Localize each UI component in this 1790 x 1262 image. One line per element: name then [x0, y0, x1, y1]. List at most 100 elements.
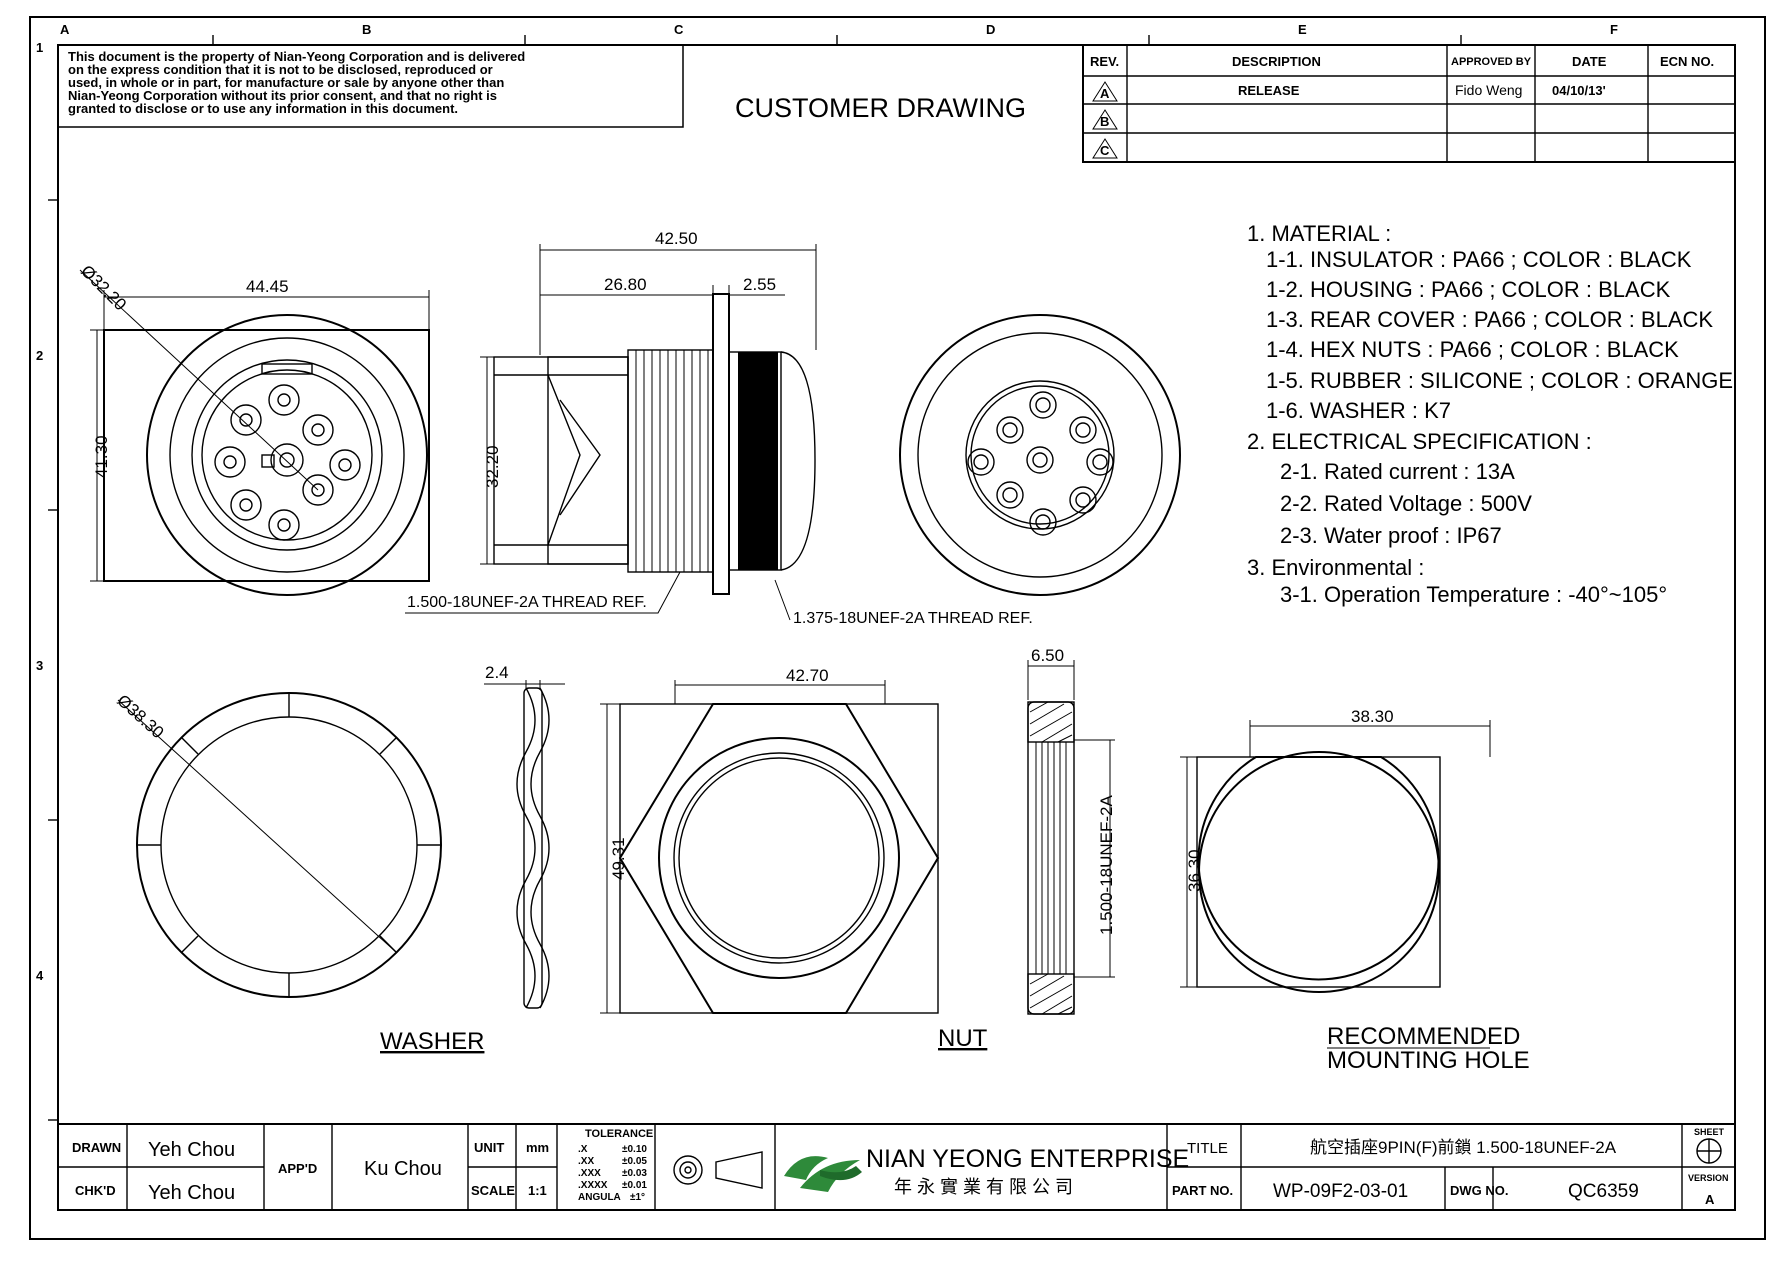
nut-height-dim: 49.31	[609, 837, 628, 880]
tol-val-1: ±0.10	[622, 1144, 647, 1155]
unit-label: UNIT	[474, 1140, 504, 1155]
rear-view	[899, 314, 1181, 596]
scale-label: SCALE	[471, 1183, 515, 1198]
col-marker-b: B	[362, 22, 371, 37]
notice-box	[57, 44, 684, 128]
side-height-dim: 32.20	[483, 445, 502, 488]
title-value: 航空插座9PIN(F)前鎖 1.500-18UNEF-2A	[1310, 1138, 1617, 1157]
front-thread-callout: 1.375-18UNEF-2A THREAD REF.	[793, 610, 1033, 627]
drawing-title: CUSTOMER DRAWING	[735, 93, 1026, 123]
spec-line-12: 3. Environmental :	[1247, 555, 1424, 580]
row-marker-3: 3	[36, 658, 43, 673]
spec-line-9: 2-1. Rated current : 13A	[1280, 459, 1515, 484]
rev-a: A	[1100, 86, 1110, 101]
part-no-value: WP-09F2-03-01	[1273, 1181, 1408, 1202]
notice-line-1: This document is the property of Nian-Ye…	[68, 49, 525, 64]
rear-thread-callout: 1.500-18UNEF-2A THREAD REF.	[407, 594, 647, 611]
tol-val-3: ±0.03	[622, 1168, 647, 1179]
side-view: 42.50 26.80 2.55 32.20 1.500-18UNEF-2A T…	[405, 229, 1033, 627]
spec-line-5: 1-4. HEX NUTS : PA66 ; COLOR : BLACK	[1266, 337, 1679, 362]
company-chinese-name: 年 永 實 業 有 限 公 司	[894, 1177, 1073, 1197]
nut-label: NUT	[938, 1025, 988, 1052]
appd-value: Ku Chou	[364, 1158, 442, 1180]
notice-line-3: used, in whole or in part, for manufactu…	[68, 75, 504, 90]
side-flange-dim: 2.55	[743, 275, 776, 294]
spec-line-2: 1-1. INSULATOR : PA66 ; COLOR : BLACK	[1266, 247, 1692, 272]
revision-table: REV. DESCRIPTION APPROVED BY DATE ECN NO…	[1082, 44, 1736, 163]
title-label: TITLE	[1187, 1140, 1228, 1157]
spec-line-3: 1-2. HOUSING : PA66 ; COLOR : BLACK	[1266, 277, 1671, 302]
washer-thk-dim: 2.4	[485, 663, 509, 682]
notice-line-4: Nian-Yeong Corporation without its prior…	[68, 88, 497, 103]
unit-value: mm	[526, 1140, 549, 1155]
chkd-value: Yeh Chou	[148, 1182, 235, 1204]
spec-line-6: 1-5. RUBBER : SILICONE ; COLOR : ORANGE	[1266, 368, 1733, 393]
zone-column-labels: A B C D E F 1 2 3 4	[36, 22, 1618, 983]
col-marker-c: C	[674, 22, 684, 37]
front-view: 44.45 41.30 Ø32.20	[77, 261, 430, 596]
company-name: NIAN YEONG ENTERPRISE	[866, 1145, 1189, 1173]
tolerance-title: TOLERANCE	[585, 1128, 653, 1140]
hole-label-line-2: MOUNTING HOLE	[1327, 1047, 1530, 1074]
side-length-dim: 42.50	[655, 229, 698, 248]
spec-line-13: 3-1. Operation Temperature : -40°~105°	[1280, 582, 1667, 607]
hole-width-dim: 38.30	[1351, 707, 1394, 726]
spec-line-8: 2. ELECTRICAL SPECIFICATION :	[1247, 429, 1592, 454]
rev-header-rev: REV.	[1090, 54, 1119, 69]
spec-list: 1. MATERIAL : 1-1. INSULATOR : PA66 ; CO…	[1247, 221, 1733, 607]
dwg-no-value: QC6359	[1568, 1181, 1639, 1202]
scale-value: 1:1	[528, 1183, 547, 1198]
rev-a-description: RELEASE	[1238, 83, 1300, 98]
col-marker-a: A	[60, 22, 70, 37]
hole-label-line-1: RECOMMENDED	[1327, 1023, 1520, 1050]
tol-key-4: .XXXX	[578, 1180, 608, 1191]
tol-key-1: .X	[578, 1144, 588, 1155]
row-marker-1: 1	[36, 40, 43, 55]
tol-key-5: ANGULA	[578, 1192, 621, 1203]
washer-dia-dim: Ø38.30	[113, 691, 167, 742]
front-height-dim: 41.30	[92, 435, 111, 478]
tol-val-4: ±0.01	[622, 1180, 647, 1191]
rev-header-date: DATE	[1572, 54, 1607, 69]
rev-a-approved: Fido Weng	[1455, 82, 1522, 98]
nut-view: 42.70 49.31 6.50 1.500-18UNEF-2A NUT	[600, 646, 1116, 1052]
dwg-no-label: DWG NO.	[1450, 1183, 1509, 1198]
tol-key-3: .XXX	[578, 1168, 601, 1179]
projection-symbol-icon	[673, 1151, 763, 1189]
col-marker-e: E	[1298, 22, 1307, 37]
outer-frame	[29, 16, 1766, 1240]
tol-key-2: .XX	[578, 1156, 594, 1167]
washer-view: Ø38.30 2.4 WASHER	[113, 663, 565, 1055]
row-marker-4: 4	[36, 968, 44, 983]
rev-header-approved: APPROVED BY	[1451, 56, 1532, 68]
hole-height-dim: 36.30	[1185, 849, 1204, 892]
side-part-dim: 26.80	[604, 275, 647, 294]
col-marker-d: D	[986, 22, 995, 37]
nut-thread-dim: 1.500-18UNEF-2A	[1097, 794, 1116, 935]
front-width-dim: 44.45	[246, 277, 289, 296]
tol-val-5: ±1°	[630, 1192, 645, 1203]
version-label: VERSION	[1688, 1173, 1729, 1183]
spec-line-10: 2-2. Rated Voltage : 500V	[1280, 491, 1532, 516]
rev-header-ecn: ECN NO.	[1660, 54, 1714, 69]
notice-text: This document is the property of Nian-Ye…	[68, 49, 525, 116]
notice-line-2: on the express condition that it is not …	[68, 62, 493, 77]
sheet-label: SHEET	[1694, 1127, 1725, 1137]
version-value: A	[1705, 1192, 1715, 1207]
rev-c: C	[1100, 143, 1110, 158]
tol-val-2: ±0.05	[622, 1156, 647, 1167]
part-no-label: PART NO.	[1172, 1183, 1233, 1198]
rev-header-description: DESCRIPTION	[1232, 54, 1321, 69]
spec-line-1: 1. MATERIAL :	[1247, 221, 1391, 246]
title-block: DRAWN Yeh Chou CHK'D Yeh Chou APP'D Ku C…	[57, 1123, 1736, 1211]
spec-line-7: 1-6. WASHER : K7	[1266, 398, 1451, 423]
row-marker-2: 2	[36, 348, 43, 363]
washer-label: WASHER	[380, 1028, 484, 1055]
sheet-target-icon	[1696, 1138, 1722, 1164]
nut-thk-dim: 6.50	[1031, 646, 1064, 665]
rev-b: B	[1100, 114, 1109, 129]
zone-ticks	[48, 35, 1462, 1121]
col-marker-f: F	[1610, 22, 1618, 37]
rev-a-date: 04/10/13'	[1552, 83, 1606, 98]
chkd-label: CHK'D	[75, 1183, 116, 1198]
